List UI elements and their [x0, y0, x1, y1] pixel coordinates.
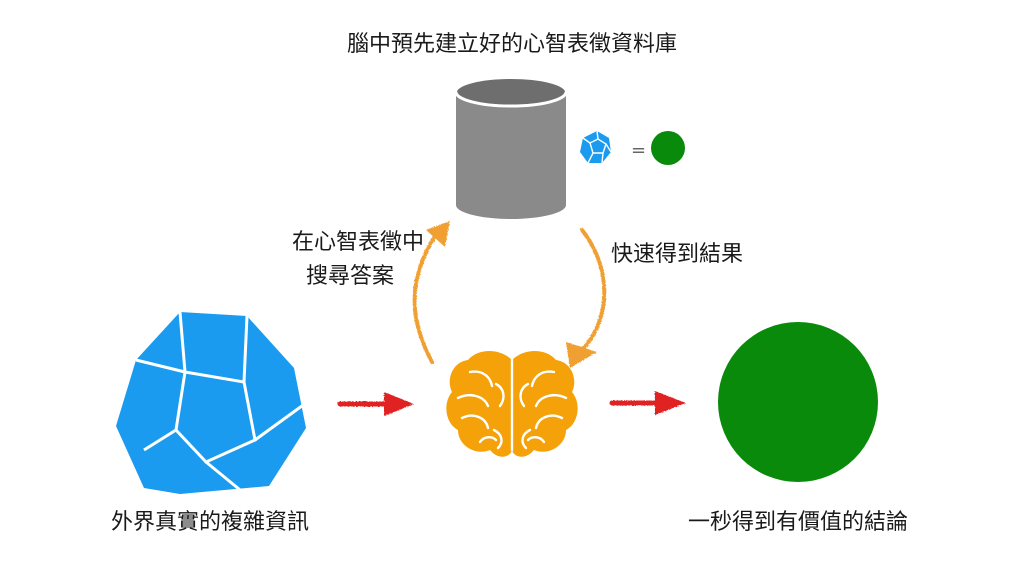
dodecahedron-icon [116, 311, 307, 496]
legend-dodecahedron-icon [580, 130, 612, 164]
brain-icon [446, 351, 578, 457]
legend-equals-sign: = [631, 140, 646, 161]
output-caption: 一秒得到有價值的結論 [687, 510, 909, 535]
database-caption: 腦中預先建立好的心智表徵資料庫 [346, 32, 678, 57]
legend-green-circle-icon [651, 131, 685, 165]
brain-to-output-arrow [609, 391, 686, 415]
result-caption: 快速得到結果 [611, 242, 744, 267]
conclusion-circle-icon [718, 322, 878, 482]
input-caption: 外界真實的複雜資訊 [110, 510, 310, 535]
search-caption-line1: 在心智表徵中 [291, 230, 424, 255]
search-loop-arrow [412, 221, 450, 364]
result-loop-arrow [566, 228, 607, 368]
input-to-brain-arrow [337, 392, 414, 416]
search-caption-line2: 搜尋答案 [305, 264, 394, 289]
database-icon [454, 77, 568, 219]
